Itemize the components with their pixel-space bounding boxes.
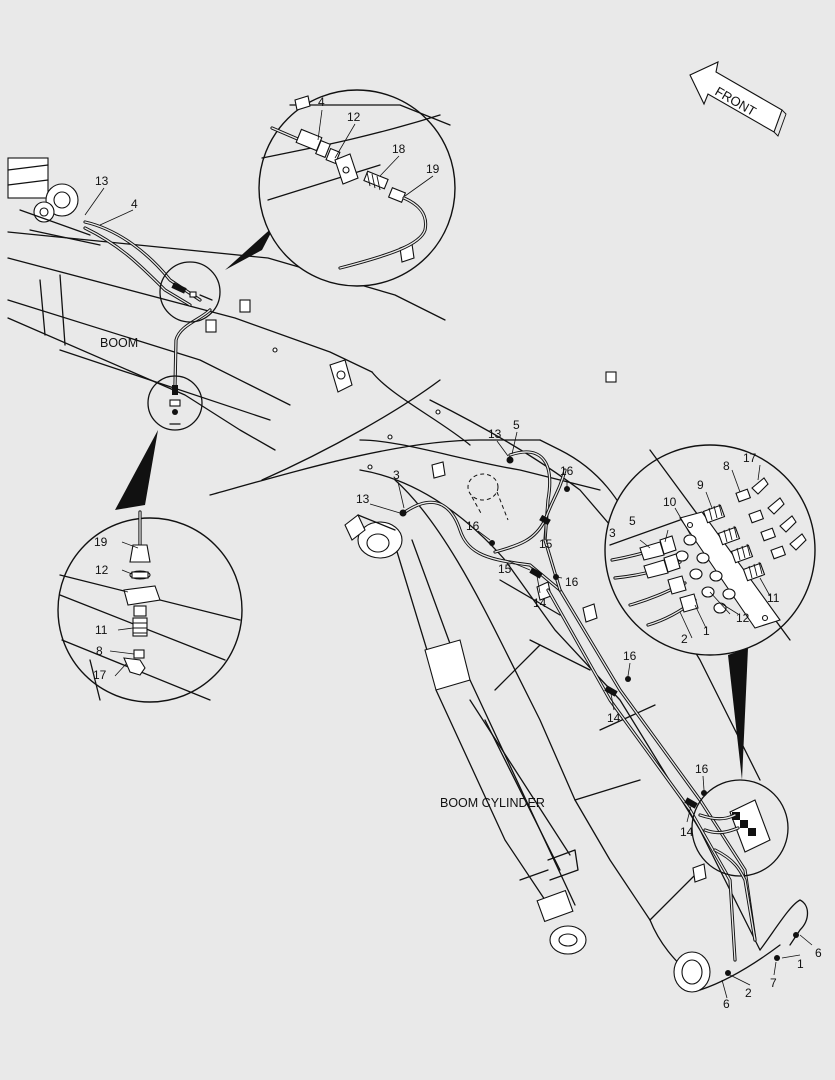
adapter xyxy=(132,617,148,637)
left-zoom-inset xyxy=(57,510,243,703)
callout: 9 xyxy=(697,478,704,492)
boom-foot-pin xyxy=(7,157,101,246)
callout: 3 xyxy=(393,468,400,482)
top-inset-connector xyxy=(225,225,275,270)
callout: 2 xyxy=(745,986,752,1000)
right-detail-ring xyxy=(691,779,789,877)
top-zoom-inset xyxy=(258,89,456,287)
boom-cylinder-label: BOOM CYLINDER xyxy=(440,796,545,810)
boom-curve-section xyxy=(209,371,809,993)
plug xyxy=(123,657,146,676)
front-arrow-icon: FRONT xyxy=(689,61,787,137)
callout: 13 xyxy=(95,174,109,188)
callout: 16 xyxy=(623,649,637,663)
right-zoom-inset xyxy=(604,444,816,656)
boom-label: BOOM xyxy=(100,336,138,350)
callout: 17 xyxy=(743,451,757,465)
left-inset-connector xyxy=(115,430,158,510)
boom-boss-block xyxy=(239,299,251,313)
right-inset-connector xyxy=(728,648,748,780)
callout: 7 xyxy=(770,976,777,990)
top-detail-ring xyxy=(159,261,221,323)
callout: 16 xyxy=(565,575,579,589)
callout: 11 xyxy=(767,591,780,605)
right-ring-fittings xyxy=(698,799,771,942)
boom-cylinder xyxy=(344,514,587,955)
hose-end-fitting xyxy=(129,544,151,563)
dashed-pin-boss xyxy=(467,473,509,521)
left-detail-ring xyxy=(147,375,203,431)
boom-body xyxy=(7,157,446,451)
callout: 1 xyxy=(703,624,710,638)
callout: 4 xyxy=(318,95,325,109)
callout: 2 xyxy=(681,632,688,646)
callout: 1 xyxy=(797,957,804,971)
callout: 13 xyxy=(356,492,370,506)
callout: 4 xyxy=(131,197,138,211)
left-ring-fittings xyxy=(169,385,181,425)
callout: 12 xyxy=(95,563,109,577)
top-ring-fittings xyxy=(171,282,213,301)
callout: 12 xyxy=(736,611,750,625)
callout: 16 xyxy=(466,519,480,533)
callout: 8 xyxy=(723,459,730,473)
callout: 8 xyxy=(96,644,103,658)
callout: 11 xyxy=(95,623,108,637)
boom-nose xyxy=(649,899,809,993)
callout: 15 xyxy=(498,562,512,576)
callout: 19 xyxy=(94,535,108,549)
hose-routing xyxy=(83,220,799,976)
callout: 18 xyxy=(392,142,406,156)
callout: 15 xyxy=(539,537,553,551)
callout: 14 xyxy=(607,711,621,725)
callout: 19 xyxy=(426,162,440,176)
callout: 16 xyxy=(560,464,574,478)
callout: 17 xyxy=(93,668,107,682)
callout: 13 xyxy=(488,427,502,441)
callout: 6 xyxy=(815,946,822,960)
callout: 5 xyxy=(513,418,520,432)
callout: 14 xyxy=(533,596,547,610)
callout: 14 xyxy=(680,825,694,839)
callout: 12 xyxy=(347,110,361,124)
callout: 10 xyxy=(663,495,677,509)
callout: 16 xyxy=(695,762,709,776)
callout: 6 xyxy=(723,997,730,1011)
main-leaders xyxy=(84,187,813,999)
callout: 3 xyxy=(609,526,616,540)
callout: 5 xyxy=(629,514,636,528)
clamp-plate xyxy=(123,585,161,606)
